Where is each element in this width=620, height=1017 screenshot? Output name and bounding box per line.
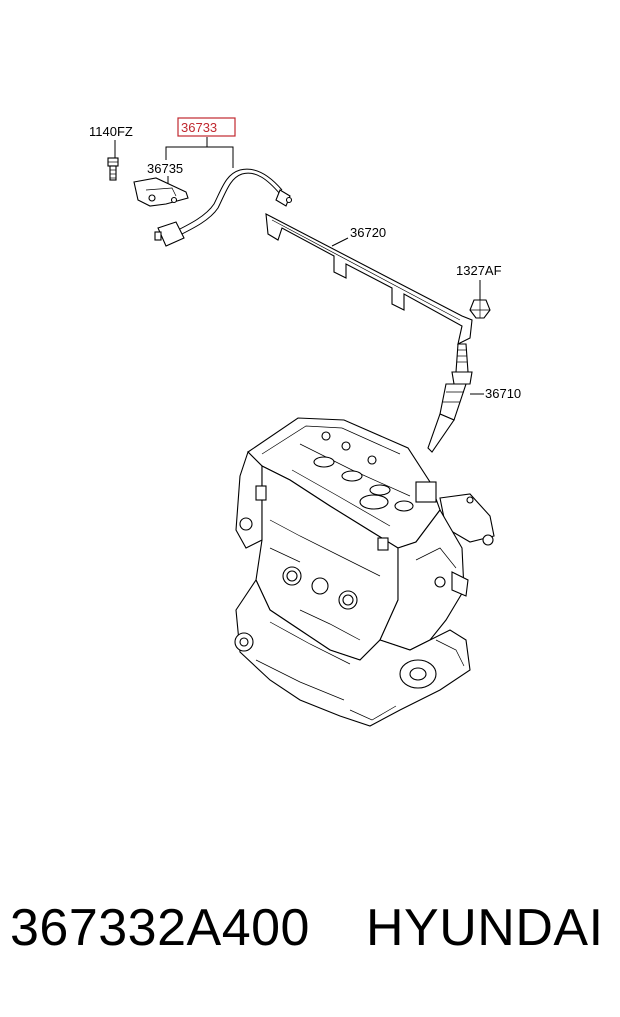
callout-36720: 36720 [350,225,386,240]
nut-1327af [469,299,491,319]
glow-plug-36710 [427,343,473,453]
callout-1327af: 1327AF [456,263,502,278]
callout-36735: 36735 [147,161,183,176]
bus-bar-36720 [265,213,473,346]
brand-caption: HYUNDAI [366,899,604,957]
bracket-36735 [133,177,189,207]
callout-36733[interactable]: 36733 [181,120,217,135]
callout-1140fz: 1140FZ [89,124,133,139]
highlight-box [177,117,236,137]
part-number-caption: 367332A400 [10,899,310,957]
callout-36710: 36710 [485,386,521,401]
harness-36733 [154,168,293,247]
bolt-1140fz [107,157,119,181]
engine-block [234,417,495,727]
